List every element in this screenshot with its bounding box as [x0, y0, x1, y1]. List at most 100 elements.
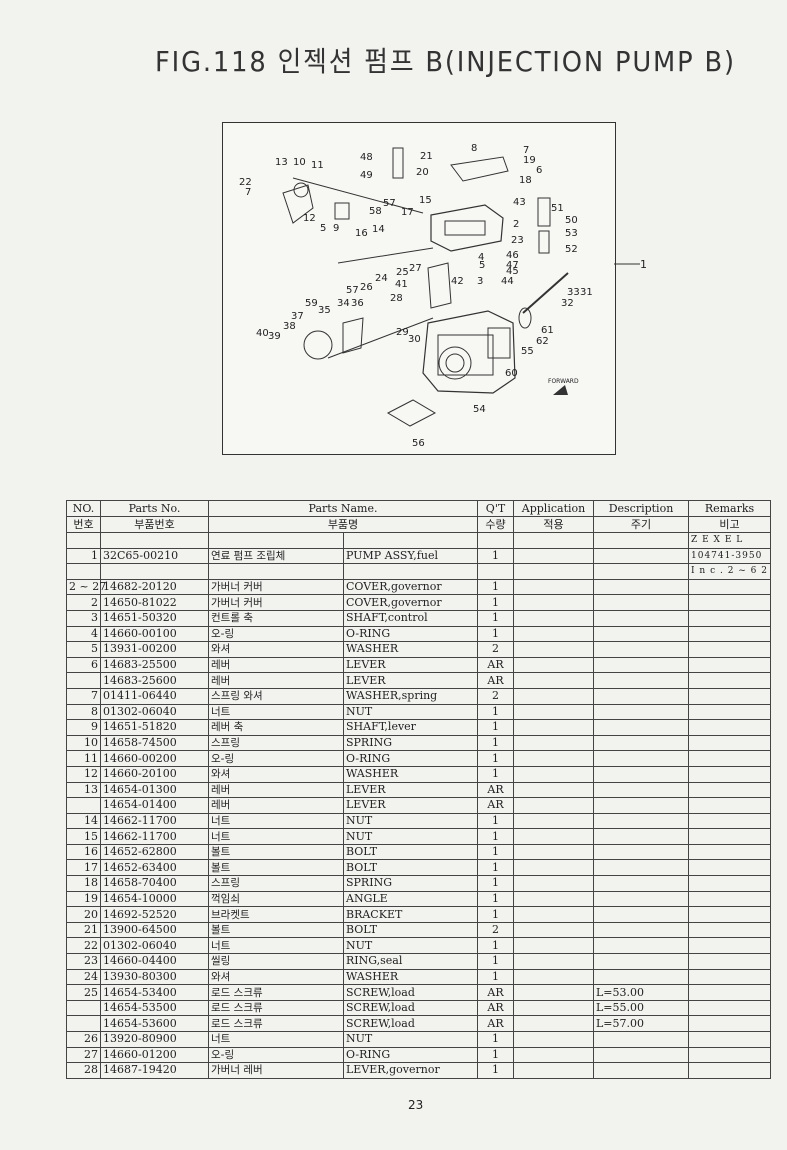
- row-description: [593, 968, 689, 986]
- row-quantity: 1: [477, 578, 514, 596]
- header-remarks: Remarks: [688, 500, 771, 517]
- page-title: FIG.118 인젝션 펌프 B(INJECTION PUMP B): [155, 45, 736, 78]
- row-name-korean: 레버: [208, 797, 344, 814]
- header-row-ko: 번호 부품번호 부품명 수량 적용 주기 비고: [66, 516, 771, 533]
- row-part-number: 14660-01200: [100, 1046, 209, 1064]
- row-quantity: AR: [477, 672, 514, 689]
- row-quantity: 1: [477, 812, 514, 830]
- row-quantity: AR: [477, 656, 514, 674]
- row-quantity: 1: [477, 1031, 514, 1048]
- row-name-korean: 볼트: [208, 859, 344, 877]
- header-application: Application: [513, 500, 594, 517]
- row-number: 6: [66, 656, 101, 674]
- row-name-english: O-RING: [343, 750, 478, 767]
- row-description: [593, 594, 689, 611]
- row-number: 7: [66, 687, 101, 705]
- row-part-number: 14654-01400: [100, 797, 209, 814]
- part-callout-label: 22: [239, 177, 252, 188]
- row-description: [593, 875, 689, 892]
- row-application: [513, 734, 594, 752]
- row-name-korean: 가버너 커버: [208, 594, 344, 611]
- row-application: [513, 719, 594, 736]
- row-quantity: 1: [477, 875, 514, 892]
- row-application: [513, 953, 594, 970]
- part-callout-label: 51: [551, 203, 564, 214]
- row-name-korean: 볼트: [208, 843, 344, 861]
- row-name-english: NUT: [343, 703, 478, 721]
- row-application: [513, 1062, 594, 1079]
- part-callout-label: 8: [471, 143, 477, 154]
- row-name-english: [343, 563, 478, 580]
- row-application: [513, 765, 594, 783]
- row-part-number: 13920-80900: [100, 1031, 209, 1048]
- row-number: 10: [66, 734, 101, 752]
- row-number: 12: [66, 765, 101, 783]
- part-callout-label: 17: [401, 207, 414, 218]
- row-remarks: [688, 859, 771, 877]
- row-quantity: 1: [477, 843, 514, 861]
- row-name-english: LEVER: [343, 781, 478, 799]
- row-name-korean: 로드 스크류: [208, 1015, 344, 1032]
- header-remarks-ko: 비고: [688, 516, 771, 533]
- row-application: [513, 578, 594, 596]
- row-remarks: [688, 672, 771, 689]
- row-name-english: SPRING: [343, 875, 478, 892]
- row-name-korean: 너트: [208, 812, 344, 830]
- row-number: 20: [66, 906, 101, 923]
- header-qt-ko: 수량: [477, 516, 514, 533]
- row-description: [593, 703, 689, 721]
- row-name-korean: 너트: [208, 703, 344, 721]
- row-name-korean: 와셔: [208, 641, 344, 658]
- row-part-number: 14654-53400: [100, 984, 209, 1001]
- row-quantity: 1: [477, 859, 514, 877]
- row-application: [513, 750, 594, 767]
- row-remarks: [688, 984, 771, 1001]
- part-callout-label: 34: [337, 298, 350, 309]
- row-number: 17: [66, 859, 101, 877]
- row-application: [513, 797, 594, 814]
- row-remarks: [688, 687, 771, 705]
- row-part-number: 14651-50320: [100, 609, 209, 627]
- part-callout-label: 2: [513, 219, 519, 230]
- row-name-english: NUT: [343, 812, 478, 830]
- row-part-number: 14660-00200: [100, 750, 209, 767]
- row-number: 11: [66, 750, 101, 767]
- row-description: [593, 953, 689, 970]
- row-remarks: [688, 609, 771, 627]
- row-application: [513, 968, 594, 986]
- row-name-korean: 브라켓트: [208, 906, 344, 923]
- row-remarks: [688, 875, 771, 892]
- row-name-korean: 씰링: [208, 953, 344, 970]
- row-remarks: [688, 625, 771, 643]
- row-number: 2 ~ 27: [66, 578, 106, 596]
- row-remarks: [688, 1062, 771, 1079]
- row-application: [513, 984, 594, 1001]
- row-number: [66, 797, 101, 814]
- row-application: [513, 656, 594, 674]
- part-callout-label: 54: [473, 404, 486, 415]
- part-callout-label: 60: [505, 368, 518, 379]
- row-quantity: [477, 563, 514, 580]
- row-description: [593, 578, 689, 596]
- row-number: 24: [66, 968, 101, 986]
- row-name-english: SCREW,load: [343, 1015, 478, 1032]
- part-callout-label: 29: [396, 327, 409, 338]
- row-application: [513, 625, 594, 643]
- row-name-korean: 오-링: [208, 1046, 344, 1064]
- row-quantity: 1: [477, 890, 514, 908]
- row-part-number: 14683-25600: [100, 672, 209, 689]
- row-name-korean: 레버: [208, 672, 344, 689]
- part-callout-label: 3: [477, 276, 483, 287]
- header-parts-name: Parts Name.: [208, 500, 478, 517]
- row-remarks: [688, 1031, 771, 1048]
